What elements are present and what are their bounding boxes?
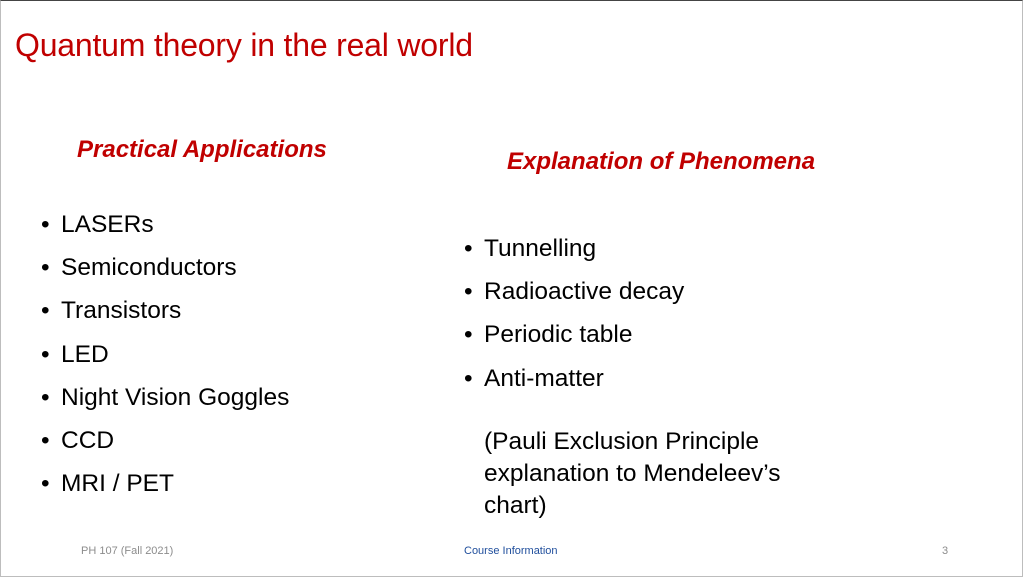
list-item-text: CCD <box>61 427 115 455</box>
bullet-icon: • <box>464 321 473 349</box>
bullet-icon: • <box>41 297 50 325</box>
list-item-text: Tunnelling <box>484 235 597 262</box>
bullet-icon: • <box>41 254 50 282</box>
footer-section: Course Information <box>464 545 558 557</box>
list-item: • Night Vision Goggles <box>41 376 289 419</box>
list-item: • Transistors <box>41 289 289 332</box>
footer-course: PH 107 (Fall 2021) <box>81 545 174 557</box>
list-item: • Periodic table <box>464 313 684 356</box>
slide-title: Quantum theory in the real world <box>15 27 473 63</box>
list-item: • Radioactive decay <box>464 270 684 313</box>
bullet-icon: • <box>41 383 50 411</box>
list-item: • LED <box>41 333 289 376</box>
list-item: • MRI / PET <box>41 462 289 505</box>
list-item-text: Anti-matter <box>484 364 604 392</box>
explanation-of-phenomena-list: • Tunnelling • Radioactive decay • Periodic… <box>464 227 684 400</box>
list-item-text: LED <box>61 340 109 368</box>
list-item: • CCD <box>41 419 289 462</box>
practical-applications-list: • LASERs • Semiconductors • Transistors • LE… <box>41 203 289 505</box>
bullet-icon: • <box>464 235 473 262</box>
list-item-text: Night Vision Goggles <box>61 383 290 411</box>
bullet-icon: • <box>41 211 50 238</box>
pauli-exclusion-note: (Pauli Exclusion Principle explanation t… <box>484 428 781 519</box>
list-item-text: Semiconductors <box>61 254 237 282</box>
list-item: • LASERs <box>41 203 289 246</box>
practical-applications-heading: Practical Applications <box>77 136 327 163</box>
explanation-of-phenomena-heading: Explanation of Phenomena <box>507 148 816 175</box>
bullet-icon: • <box>41 470 50 498</box>
footer-page-number: 3 <box>942 545 949 557</box>
list-item-text: LASERs <box>61 211 154 238</box>
bullet-icon: • <box>41 427 50 455</box>
list-item-text: MRI / PET <box>61 470 174 498</box>
list-item: • Anti-matter <box>464 357 684 400</box>
list-item: • Semiconductors <box>41 246 289 289</box>
list-item-text: Periodic table <box>484 321 633 349</box>
list-item: • Tunnelling <box>464 227 684 270</box>
bullet-icon: • <box>464 278 473 306</box>
list-item-text: Transistors <box>61 297 182 325</box>
list-item-text: Radioactive decay <box>484 278 685 306</box>
bullet-icon: • <box>41 340 50 368</box>
bullet-icon: • <box>464 364 473 392</box>
